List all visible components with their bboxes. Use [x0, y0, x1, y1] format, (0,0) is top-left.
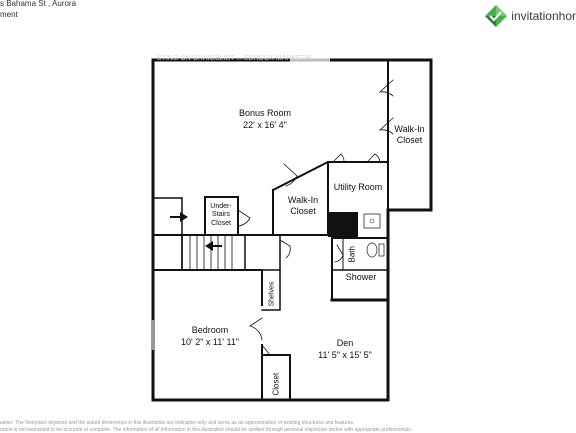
den-name: Den [336, 338, 354, 348]
under-stairs-closet: Under- Stairs Closet [210, 203, 232, 227]
walkin-closet-mid: Walk-In Closet [287, 195, 319, 216]
toilet-icon [366, 242, 378, 258]
address-text: s Bahama St , Aurora [0, 0, 77, 8]
utility-chase [328, 212, 358, 237]
sink-drain-icon [369, 218, 375, 224]
stair-arrow-left-icon [205, 241, 213, 251]
disclaimer-line-1: aimer: The floorplans depicted and the s… [0, 420, 355, 426]
closet-label: Closet [271, 372, 281, 396]
toilet-tank-icon [378, 243, 385, 257]
walkin-closet-right: Walk-In Closet [394, 124, 425, 145]
door-swing [283, 163, 298, 187]
bedroom-name: Bedroom [191, 325, 229, 335]
door-swing [334, 244, 344, 263]
wall [261, 269, 281, 311]
door-swing [378, 117, 394, 135]
door-swing [366, 153, 381, 163]
door-swing [261, 344, 271, 357]
door-swing [378, 79, 394, 97]
disclaimer-line-2: ration is not warranted to be accurate o… [0, 427, 413, 433]
wall [271, 160, 330, 192]
bonus-room-name: Bonus Room [238, 108, 292, 118]
shower-label: Shower [345, 272, 377, 282]
brand-diamond-icon [485, 5, 508, 27]
door-swing [332, 153, 345, 163]
shelves-label: Shelves [268, 281, 276, 307]
level-text: ment [0, 10, 18, 19]
watermark-text: STING ON CRAIGSLIST ... EBROOK MARKETPL [157, 55, 314, 62]
bath-label: Bath [347, 246, 357, 263]
door-swing [279, 239, 291, 259]
bedroom-dim: 10' 2" x 11' 11" [180, 337, 240, 347]
stairs-outline [181, 234, 246, 271]
bonus-room-dim: 22' x 16' 4" [243, 120, 287, 130]
brand-name: invitationhor [511, 9, 576, 23]
den-dim: 11' 5" x 15' 5" [318, 350, 372, 360]
stair-arrow-right-icon [180, 212, 188, 222]
utility-room-name: Utility Room [333, 182, 383, 192]
sink-icon [363, 213, 381, 229]
door-swing [237, 209, 251, 227]
door-swing [249, 317, 263, 341]
brand-logo: invitationhor [484, 4, 576, 28]
